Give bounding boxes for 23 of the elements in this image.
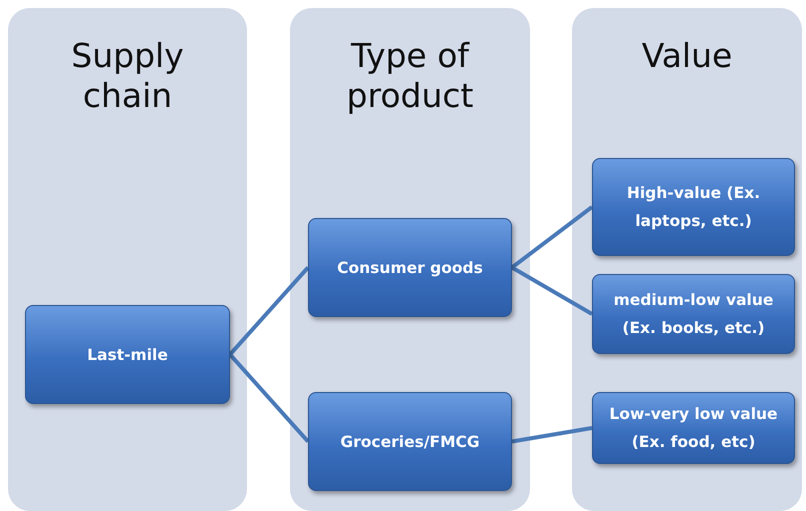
process-box	[592, 274, 795, 354]
column-panel	[8, 8, 247, 511]
column-panel	[572, 8, 802, 511]
column-heading: Type of product	[346, 36, 474, 116]
connector-line	[512, 426, 592, 444]
column-panel	[290, 8, 530, 511]
box-label: Low-very low value (Ex. food, etc)	[608, 404, 779, 453]
box-label: High-value (Ex. laptops, etc.)	[626, 183, 762, 232]
connector-line	[510, 205, 594, 270]
process-box	[308, 218, 512, 317]
process-box	[592, 158, 795, 256]
connector-line	[228, 353, 310, 443]
process-box	[25, 305, 230, 404]
box-label: Groceries/FMCG	[339, 432, 481, 452]
column-heading: Supply chain	[70, 36, 185, 116]
connector-line	[511, 266, 593, 316]
box-label: medium-low value (Ex. books, etc.)	[612, 290, 774, 339]
column-heading: Value	[640, 36, 734, 76]
process-box	[592, 392, 795, 464]
connector-line	[228, 266, 310, 356]
process-box	[308, 392, 512, 491]
box-label: Consumer goods	[336, 258, 484, 278]
box-label: Last-mile	[86, 344, 169, 366]
